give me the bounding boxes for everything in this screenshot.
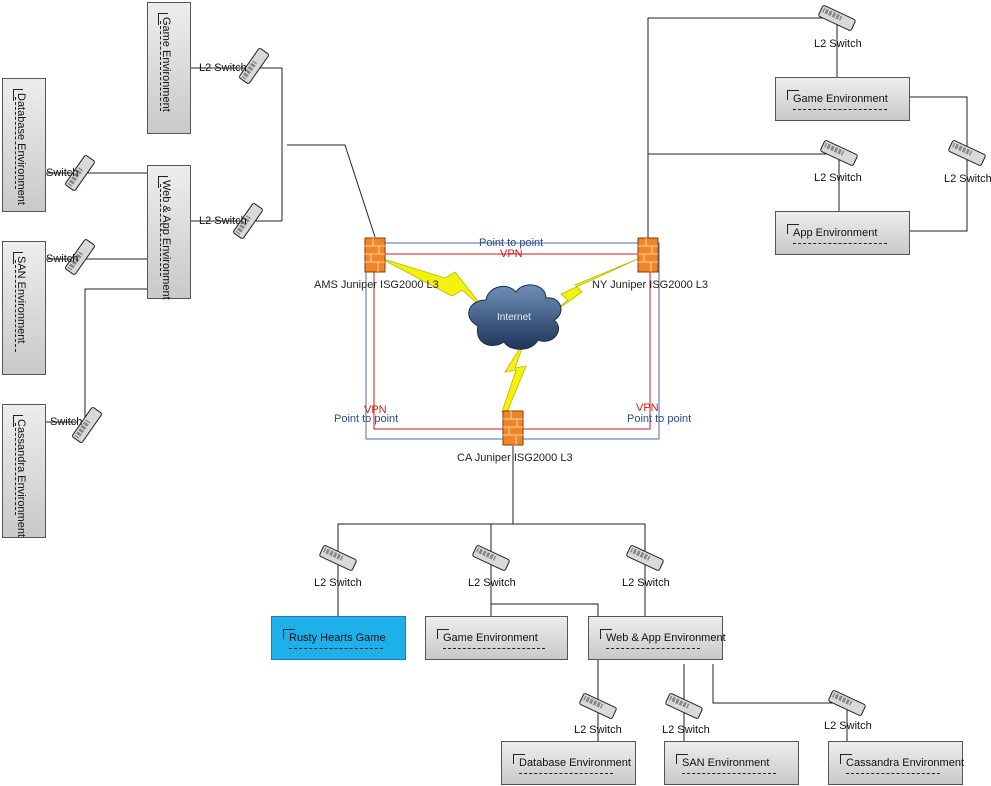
b-database-environment-box[interactable]: Database Environment (501, 741, 636, 785)
rusty-hearts-game-label: Rusty Hearts Game (289, 632, 386, 644)
tr-game-environment-label: Game Environment (793, 93, 888, 105)
top-left-links (46, 67, 376, 423)
firewall-icon-ams (364, 237, 386, 273)
tr-l2-switch-label-mid: L2 Switch (814, 172, 862, 184)
tl-cassandra-environment-box[interactable]: Cassandra Environment (2, 404, 46, 538)
right-vpn-label: VPN (636, 402, 659, 414)
b-database-environment-label: Database Environment (519, 757, 631, 769)
b-web-app-environment-label: Web & App Environment (606, 632, 726, 644)
tl-switch-san-label: Switch (46, 253, 79, 265)
tl-l2-switch-label-2: L2 Switch (199, 215, 247, 227)
b-cassandra-environment-box[interactable]: Cassandra Environment (828, 741, 965, 785)
tl-switch-db-label: Switch (46, 167, 79, 179)
tl-web-app-environment-label: Web & App Environment (160, 180, 172, 300)
b-san-environment-box[interactable]: SAN Environment (664, 741, 799, 785)
tl-database-environment-label: Database Environment (15, 93, 27, 205)
b-web-app-environment-box[interactable]: Web & App Environment (588, 616, 726, 660)
tr-app-environment-label: App Environment (793, 227, 878, 239)
top-right-links (647, 17, 968, 238)
rusty-hearts-game-box[interactable]: Rusty Hearts Game (271, 616, 406, 660)
tr-app-environment-box[interactable]: App Environment (775, 211, 910, 255)
tr-l2-switch-label-top: L2 Switch (814, 38, 862, 50)
ny-firewall-label: NY Juniper ISG2000 L3 (592, 279, 708, 291)
tl-game-environment-box[interactable]: Game Environment (147, 2, 191, 134)
left-vpn-label: VPN (364, 404, 387, 416)
firewall-icon-ny (637, 237, 659, 273)
tr-game-environment-box[interactable]: Game Environment (775, 77, 910, 121)
b-cassandra-environment-label: Cassandra Environment (846, 757, 965, 769)
b-game-environment-box[interactable]: Game Environment (425, 616, 568, 660)
b-san-environment-label: SAN Environment (682, 757, 770, 769)
tl-cassandra-environment-label: Cassandra Environment (15, 419, 27, 538)
b-game-environment-label: Game Environment (443, 632, 538, 644)
bottom-links (337, 446, 848, 741)
b-l2-switch-label-cas: L2 Switch (824, 720, 872, 732)
tl-database-environment-box[interactable]: Database Environment (2, 78, 46, 212)
b-l2-switch-label-san: L2 Switch (662, 724, 710, 736)
left-point-to-point-label: Point to point (334, 413, 399, 425)
right-point-to-point-label: Point to point (627, 413, 692, 425)
b-l2-switch-label-a: L2 Switch (314, 577, 362, 589)
internet-label: Internet (497, 312, 531, 323)
tr-l2-switch-label-right: L2 Switch (944, 173, 991, 185)
tl-game-environment-label: Game Environment (160, 17, 172, 112)
top-vpn-label: VPN (500, 248, 523, 260)
b-l2-switch-label-db: L2 Switch (574, 724, 622, 736)
ca-firewall-label: CA Juniper ISG2000 L3 (457, 452, 573, 464)
tl-web-app-environment-box[interactable]: Web & App Environment (147, 165, 191, 300)
tl-san-environment-box[interactable]: SAN Environment (2, 241, 46, 375)
internet-cloud (468, 284, 562, 350)
top-point-to-point-label: Point to point (479, 237, 544, 249)
ams-firewall-label: AMS Juniper ISG2000 L3 (314, 279, 439, 291)
firewall-icon-ca (502, 410, 524, 446)
b-l2-switch-label-c: L2 Switch (622, 577, 670, 589)
tl-l2-switch-label-1: L2 Switch (199, 62, 247, 74)
tl-switch-cassandra-label: Switch (50, 416, 83, 428)
tl-san-environment-label: SAN Environment (15, 256, 27, 344)
b-l2-switch-label-b: L2 Switch (468, 577, 516, 589)
